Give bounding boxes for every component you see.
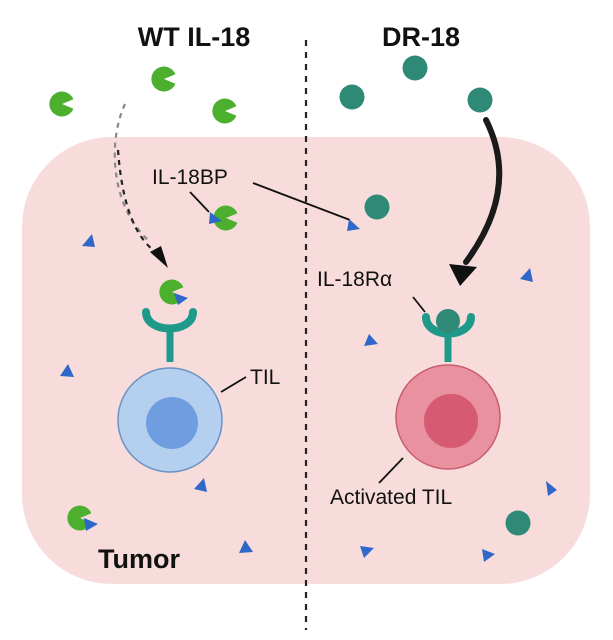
title-wt-il18: WT IL-18: [138, 22, 251, 52]
label-til: TIL: [250, 366, 280, 389]
il18bp-pointer: [189, 191, 210, 213]
il18bp-triangle: [360, 546, 374, 558]
dr18-molecule: [339, 84, 365, 110]
il18bp-triangle: [194, 478, 207, 492]
wt-arrow-dashed: [113, 103, 149, 241]
wt-arrow-head: [150, 246, 168, 268]
il18bp-triangle: [82, 234, 95, 247]
til-pointer: [220, 376, 247, 393]
label-il18bp: IL-18BP: [152, 166, 228, 189]
title-dr18: DR-18: [382, 22, 460, 52]
il18bp-triangle: [174, 293, 188, 305]
il18bp-triangle: [84, 518, 98, 531]
dr18-molecule: [505, 510, 531, 536]
il18bp-triangle: [482, 549, 495, 562]
il18bp-triangle: [239, 540, 253, 553]
wt-il18-molecule: [212, 98, 237, 124]
il18bp-triangle: [364, 334, 378, 346]
wt-il18-molecule: [151, 66, 176, 92]
il18bp-triangle: [60, 364, 74, 377]
wt-il18-bound-bp: [213, 205, 238, 231]
label-tumor: Tumor: [98, 544, 180, 574]
activated-til-receptor-icon: [422, 313, 475, 338]
il18ra-pointer: [412, 296, 426, 313]
il18bp-triangle: [209, 212, 222, 224]
dr18-molecule: [402, 55, 428, 81]
il18bp-triangle: [546, 481, 557, 496]
dr18-molecule: [364, 194, 390, 220]
dr18-arrow-head: [449, 264, 477, 286]
activated-til-pointer: [378, 457, 404, 484]
dr18-molecule: [467, 87, 493, 113]
wt-arrow-dashed: [116, 149, 154, 251]
il18bp-triangle: [520, 268, 533, 282]
dr18-bound-receptor: [436, 309, 460, 333]
il18bp-triangle: [347, 219, 360, 231]
label-activated-til: Activated TIL: [330, 486, 452, 509]
til-nucleus: [146, 397, 198, 449]
il18bp-pointer: [252, 182, 351, 221]
activated-til-nucleus: [424, 394, 478, 448]
dr18-arrow: [463, 117, 503, 265]
til-receptor-icon: [142, 308, 197, 333]
wt-il18-molecule: [49, 91, 74, 117]
label-il18ra: IL-18Rα: [317, 268, 392, 291]
